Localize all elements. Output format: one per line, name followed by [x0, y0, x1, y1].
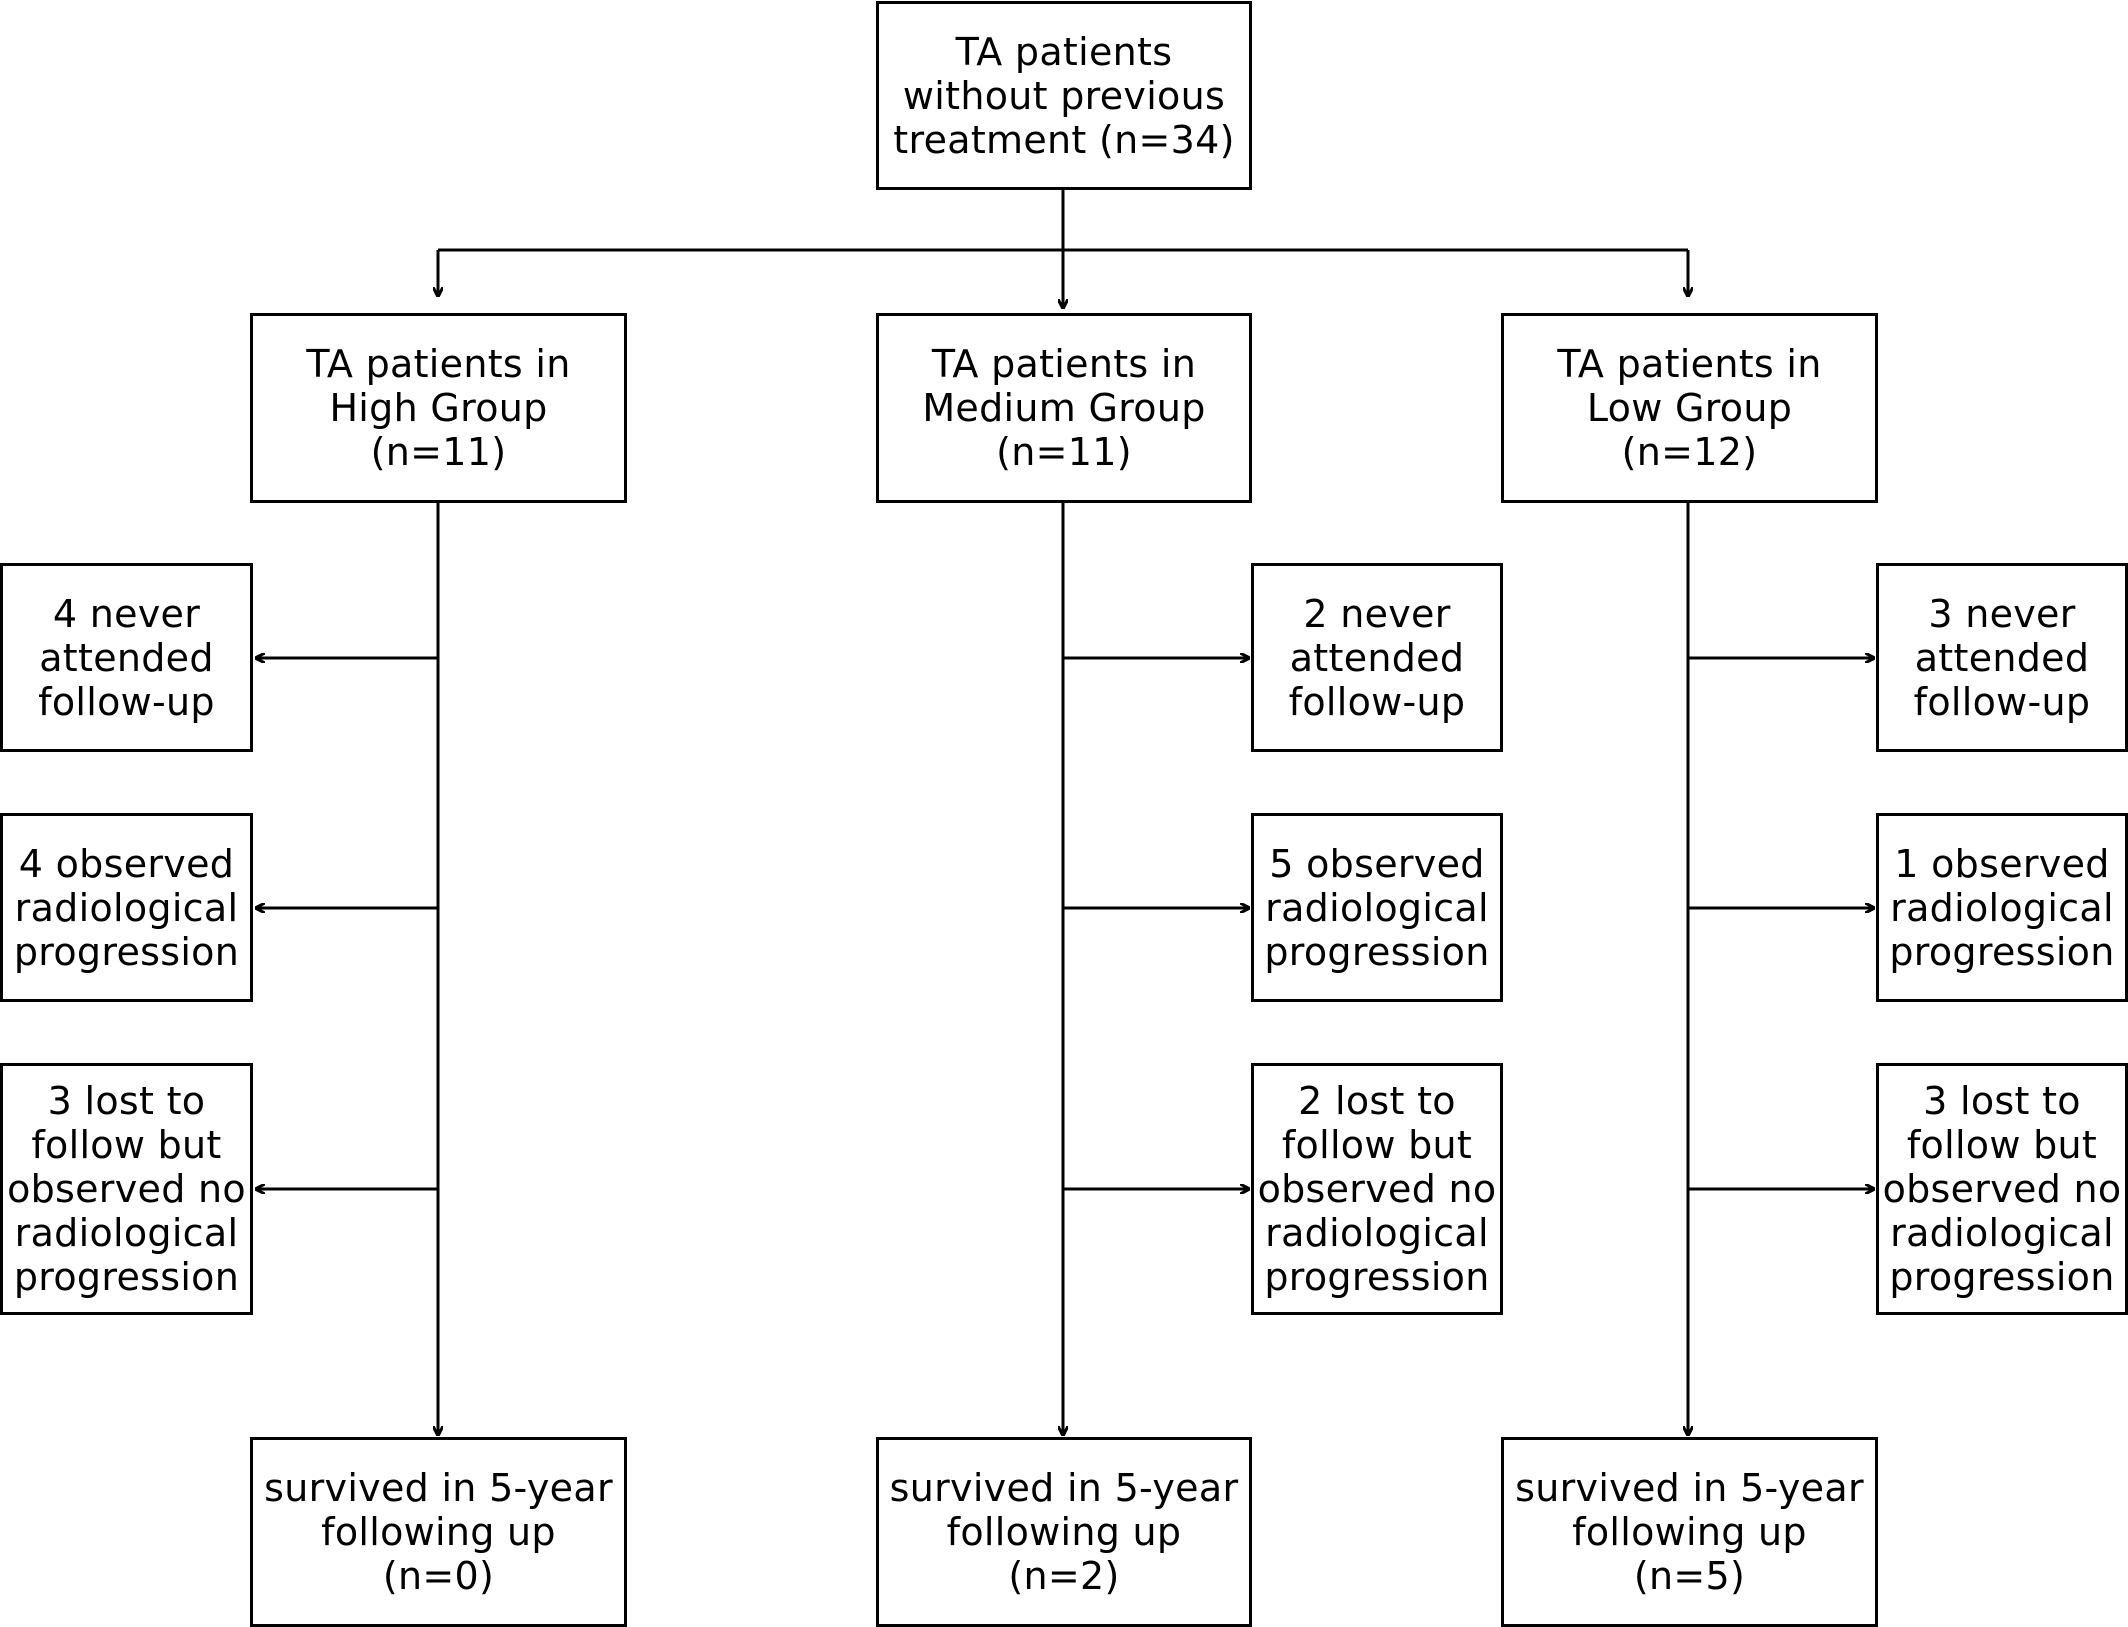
medium-never-attended-line: follow-up: [1288, 679, 1466, 724]
medium-lost-line: follow but: [1281, 1123, 1473, 1167]
medium-progression-line: progression: [1264, 929, 1490, 974]
medium-group-line: TA patients in: [931, 342, 1197, 386]
low-lost-box: 3 lost to follow but observed no radiolo…: [1876, 1063, 2128, 1315]
medium-lost-line: observed no: [1257, 1167, 1497, 1211]
medium-progression-line: radiological: [1265, 885, 1489, 930]
medium-outcome-line: survived in 5-year: [889, 1466, 1239, 1510]
high-group-box: TA patients in High Group (n=11): [250, 313, 627, 503]
root-line: TA patients: [955, 29, 1173, 74]
medium-never-attended-box: 2 never attended follow-up: [1251, 563, 1503, 752]
high-lost-line: progression: [13, 1255, 240, 1299]
high-lost-line: radiological: [14, 1211, 239, 1255]
medium-progression-line: 5 observed: [1269, 841, 1485, 886]
root-line: treatment (n=34): [893, 117, 1235, 162]
high-never-attended-box: 4 never attended follow-up: [0, 563, 253, 752]
low-group-box: TA patients in Low Group (n=12): [1501, 313, 1878, 503]
high-group-line: High Group: [329, 386, 548, 430]
high-group-line: (n=11): [370, 430, 507, 474]
high-never-attended-line: attended: [39, 635, 214, 680]
high-lost-line: follow but: [31, 1123, 222, 1167]
low-lost-line: observed no: [1882, 1167, 2122, 1211]
low-lost-line: follow but: [1906, 1123, 2098, 1167]
low-never-attended-box: 3 never attended follow-up: [1876, 563, 2128, 752]
low-never-attended-line: 3 never: [1928, 591, 2076, 636]
high-outcome-line: (n=0): [382, 1554, 495, 1598]
low-outcome-line: survived in 5-year: [1515, 1466, 1864, 1510]
high-lost-line: observed no: [7, 1167, 246, 1211]
medium-group-line: Medium Group: [922, 386, 1206, 430]
low-outcome-box: survived in 5-year following up (n=5): [1501, 1437, 1878, 1627]
medium-outcome-line: (n=2): [1008, 1554, 1120, 1598]
high-outcome-box: survived in 5-year following up (n=0): [250, 1437, 627, 1627]
high-never-attended-line: 4 never: [52, 591, 201, 636]
low-progression-box: 1 observed radiological progression: [1876, 813, 2128, 1002]
medium-group-line: (n=11): [996, 430, 1132, 474]
high-progression-line: 4 observed: [18, 841, 235, 886]
high-progression-line: progression: [13, 929, 240, 974]
low-progression-line: progression: [1889, 929, 2115, 974]
low-never-attended-line: attended: [1914, 635, 2090, 680]
high-group-line: TA patients in: [306, 342, 571, 386]
medium-lost-line: 2 lost to: [1298, 1079, 1456, 1123]
medium-lost-line: progression: [1264, 1255, 1490, 1299]
medium-never-attended-line: attended: [1289, 635, 1465, 680]
medium-lost-line: radiological: [1265, 1211, 1489, 1255]
low-lost-line: radiological: [1890, 1211, 2114, 1255]
high-progression-line: radiological: [14, 885, 239, 930]
low-outcome-line: following up: [1572, 1510, 1807, 1554]
medium-lost-box: 2 lost to follow but observed no radiolo…: [1251, 1063, 1503, 1315]
medium-group-box: TA patients in Medium Group (n=11): [876, 313, 1252, 503]
high-outcome-line: following up: [321, 1510, 556, 1554]
low-group-line: Low Group: [1586, 386, 1793, 430]
high-progression-box: 4 observed radiological progression: [0, 813, 253, 1002]
low-group-line: TA patients in: [1557, 342, 1822, 386]
high-outcome-line: survived in 5-year: [264, 1466, 613, 1510]
low-progression-line: radiological: [1890, 885, 2114, 930]
low-progression-line: 1 observed: [1894, 841, 2110, 886]
root-line: without previous: [902, 73, 1226, 118]
medium-outcome-box: survived in 5-year following up (n=2): [876, 1437, 1252, 1627]
high-lost-box: 3 lost to follow but observed no radiolo…: [0, 1063, 253, 1315]
root-box: TA patients without previous treatment (…: [876, 1, 1252, 190]
low-lost-line: progression: [1889, 1255, 2115, 1299]
medium-never-attended-line: 2 never: [1303, 591, 1451, 636]
low-never-attended-line: follow-up: [1913, 679, 2091, 724]
high-never-attended-line: follow-up: [38, 679, 215, 724]
low-lost-line: 3 lost to: [1923, 1079, 2081, 1123]
medium-progression-box: 5 observed radiological progression: [1251, 813, 1503, 1002]
medium-outcome-line: following up: [946, 1510, 1182, 1554]
high-lost-line: 3 lost to: [47, 1079, 206, 1123]
low-group-line: (n=12): [1621, 430, 1758, 474]
low-outcome-line: (n=5): [1633, 1554, 1746, 1598]
